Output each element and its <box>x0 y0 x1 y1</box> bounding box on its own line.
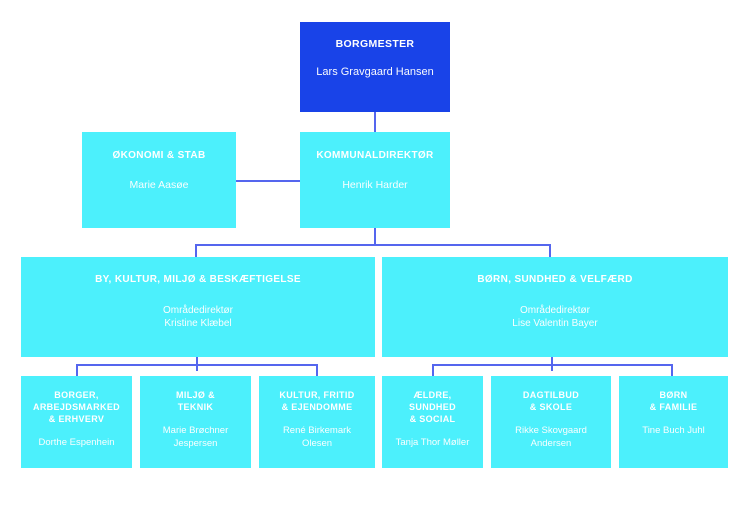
node-kommunaldirektor-title: KOMMUNALDIREKTØR <box>316 150 434 161</box>
node-dept-3-person-line1: René Birkemark <box>282 425 352 437</box>
node-area-by-kultur-miljo-beskaeftigelse[interactable]: BY, KULTUR, MILJØ & BESKÆFTIGELSE Område… <box>21 257 375 357</box>
node-dept-1-person-line1: Dorthe Espenhein <box>38 437 115 449</box>
node-dept-2-person-line1: Marie Brøchner <box>162 425 229 437</box>
node-area-born-sundhed-velfaerd[interactable]: BØRN, SUNDHED & VELFÆRD Områdedirektør L… <box>382 257 728 357</box>
node-dept-4-title-line3: & SOCIAL <box>409 414 456 425</box>
node-area-right-person: Lise Valentin Bayer <box>512 317 598 329</box>
node-okonomi-stab-title: ØKONOMI & STAB <box>112 150 206 161</box>
node-dept-4-title-line1: ÆLDRE, <box>413 390 452 400</box>
node-dept-5-title-line2: & SKOLE <box>529 402 573 413</box>
connector-right-bus-to-dept-3 <box>671 364 673 376</box>
node-dept-dagtilbud-skole[interactable]: DAGTILBUD & SKOLE Rikke Skovgaard Anders… <box>491 376 611 468</box>
node-dept-6-title-line1: BØRN <box>659 390 688 400</box>
node-area-right-title: BØRN, SUNDHED & VELFÆRD <box>477 274 633 285</box>
node-dept-6-person-line1: Tine Buch Juhl <box>642 425 705 437</box>
node-dept-born-familie[interactable]: BØRN & FAMILIE Tine Buch Juhl <box>619 376 728 468</box>
node-dept-3-person-line2: Olesen <box>301 437 333 449</box>
node-dept-miljo-teknik[interactable]: MILJØ & TEKNIK Marie Brøchner Jespersen <box>140 376 251 468</box>
node-dept-2-person-line2: Jespersen <box>173 437 218 449</box>
node-borgmester-title: BORGMESTER <box>335 38 415 50</box>
node-dept-6-title-line2: & FAMILIE <box>649 402 698 413</box>
node-dept-1-title-line1: BORGER, <box>54 390 99 400</box>
node-dept-4-title-line2: SUNDHED <box>409 402 456 413</box>
node-dept-1-title-line3: & ERHVERV <box>48 414 105 425</box>
node-dept-3-title-line1: KULTUR, FRITID <box>279 390 355 400</box>
connector-left-bus-to-dept-3 <box>316 364 318 376</box>
connector-director-down <box>374 228 376 245</box>
node-dept-5-title-line1: DAGTILBUD <box>522 390 580 400</box>
node-dept-borger-arbejdsmarked-erhverv[interactable]: BORGER, ARBEJDSMARKED & ERHVERV Dorthe E… <box>21 376 132 468</box>
node-area-left-title: BY, KULTUR, MILJØ & BESKÆFTIGELSE <box>95 274 301 285</box>
node-kommunaldirektor[interactable]: KOMMUNALDIREKTØR Henrik Harder <box>300 132 450 228</box>
connector-area-bus <box>195 244 551 246</box>
connector-right-bus-to-dept-1 <box>432 364 434 376</box>
connector-bus-to-right-area <box>549 244 551 257</box>
connector-mayor-to-director <box>374 111 376 132</box>
node-area-right-role: Områdedirektør <box>519 304 590 316</box>
node-dept-4-person-line1: Tanja Thor Møller <box>395 437 470 449</box>
node-kommunaldirektor-person: Henrik Harder <box>342 178 408 191</box>
node-dept-kultur-fritid-ejendomme[interactable]: KULTUR, FRITID & EJENDOMME René Birkemar… <box>259 376 375 468</box>
node-area-left-person: Kristine Klæbel <box>164 317 232 329</box>
connector-bus-to-left-area <box>195 244 197 257</box>
node-dept-5-person-line2: Andersen <box>530 437 572 449</box>
node-dept-1-title-line2: ARBEJDSMARKED <box>32 402 121 413</box>
node-dept-aeldre-sundhed-social[interactable]: ÆLDRE, SUNDHED & SOCIAL Tanja Thor Mølle… <box>382 376 483 468</box>
node-dept-2-title-line1: MILJØ & <box>176 390 215 400</box>
node-dept-2-title-line2: TEKNIK <box>177 402 214 413</box>
node-okonomi-stab[interactable]: ØKONOMI & STAB Marie Aasøe <box>82 132 236 228</box>
node-borgmester-person: Lars Gravgaard Hansen <box>316 66 434 79</box>
node-borgmester[interactable]: BORGMESTER Lars Gravgaard Hansen <box>300 22 450 112</box>
connector-right-department-bus <box>432 364 673 366</box>
node-dept-3-title-line2: & EJENDOMME <box>281 402 353 413</box>
node-okonomi-stab-person: Marie Aasøe <box>129 178 189 191</box>
connector-finance-to-director <box>236 180 300 182</box>
node-area-left-role: Områdedirektør <box>162 304 233 316</box>
connector-left-bus-to-dept-1 <box>76 364 78 376</box>
connector-left-department-bus <box>76 364 318 366</box>
node-dept-5-person-line1: Rikke Skovgaard <box>515 425 587 437</box>
